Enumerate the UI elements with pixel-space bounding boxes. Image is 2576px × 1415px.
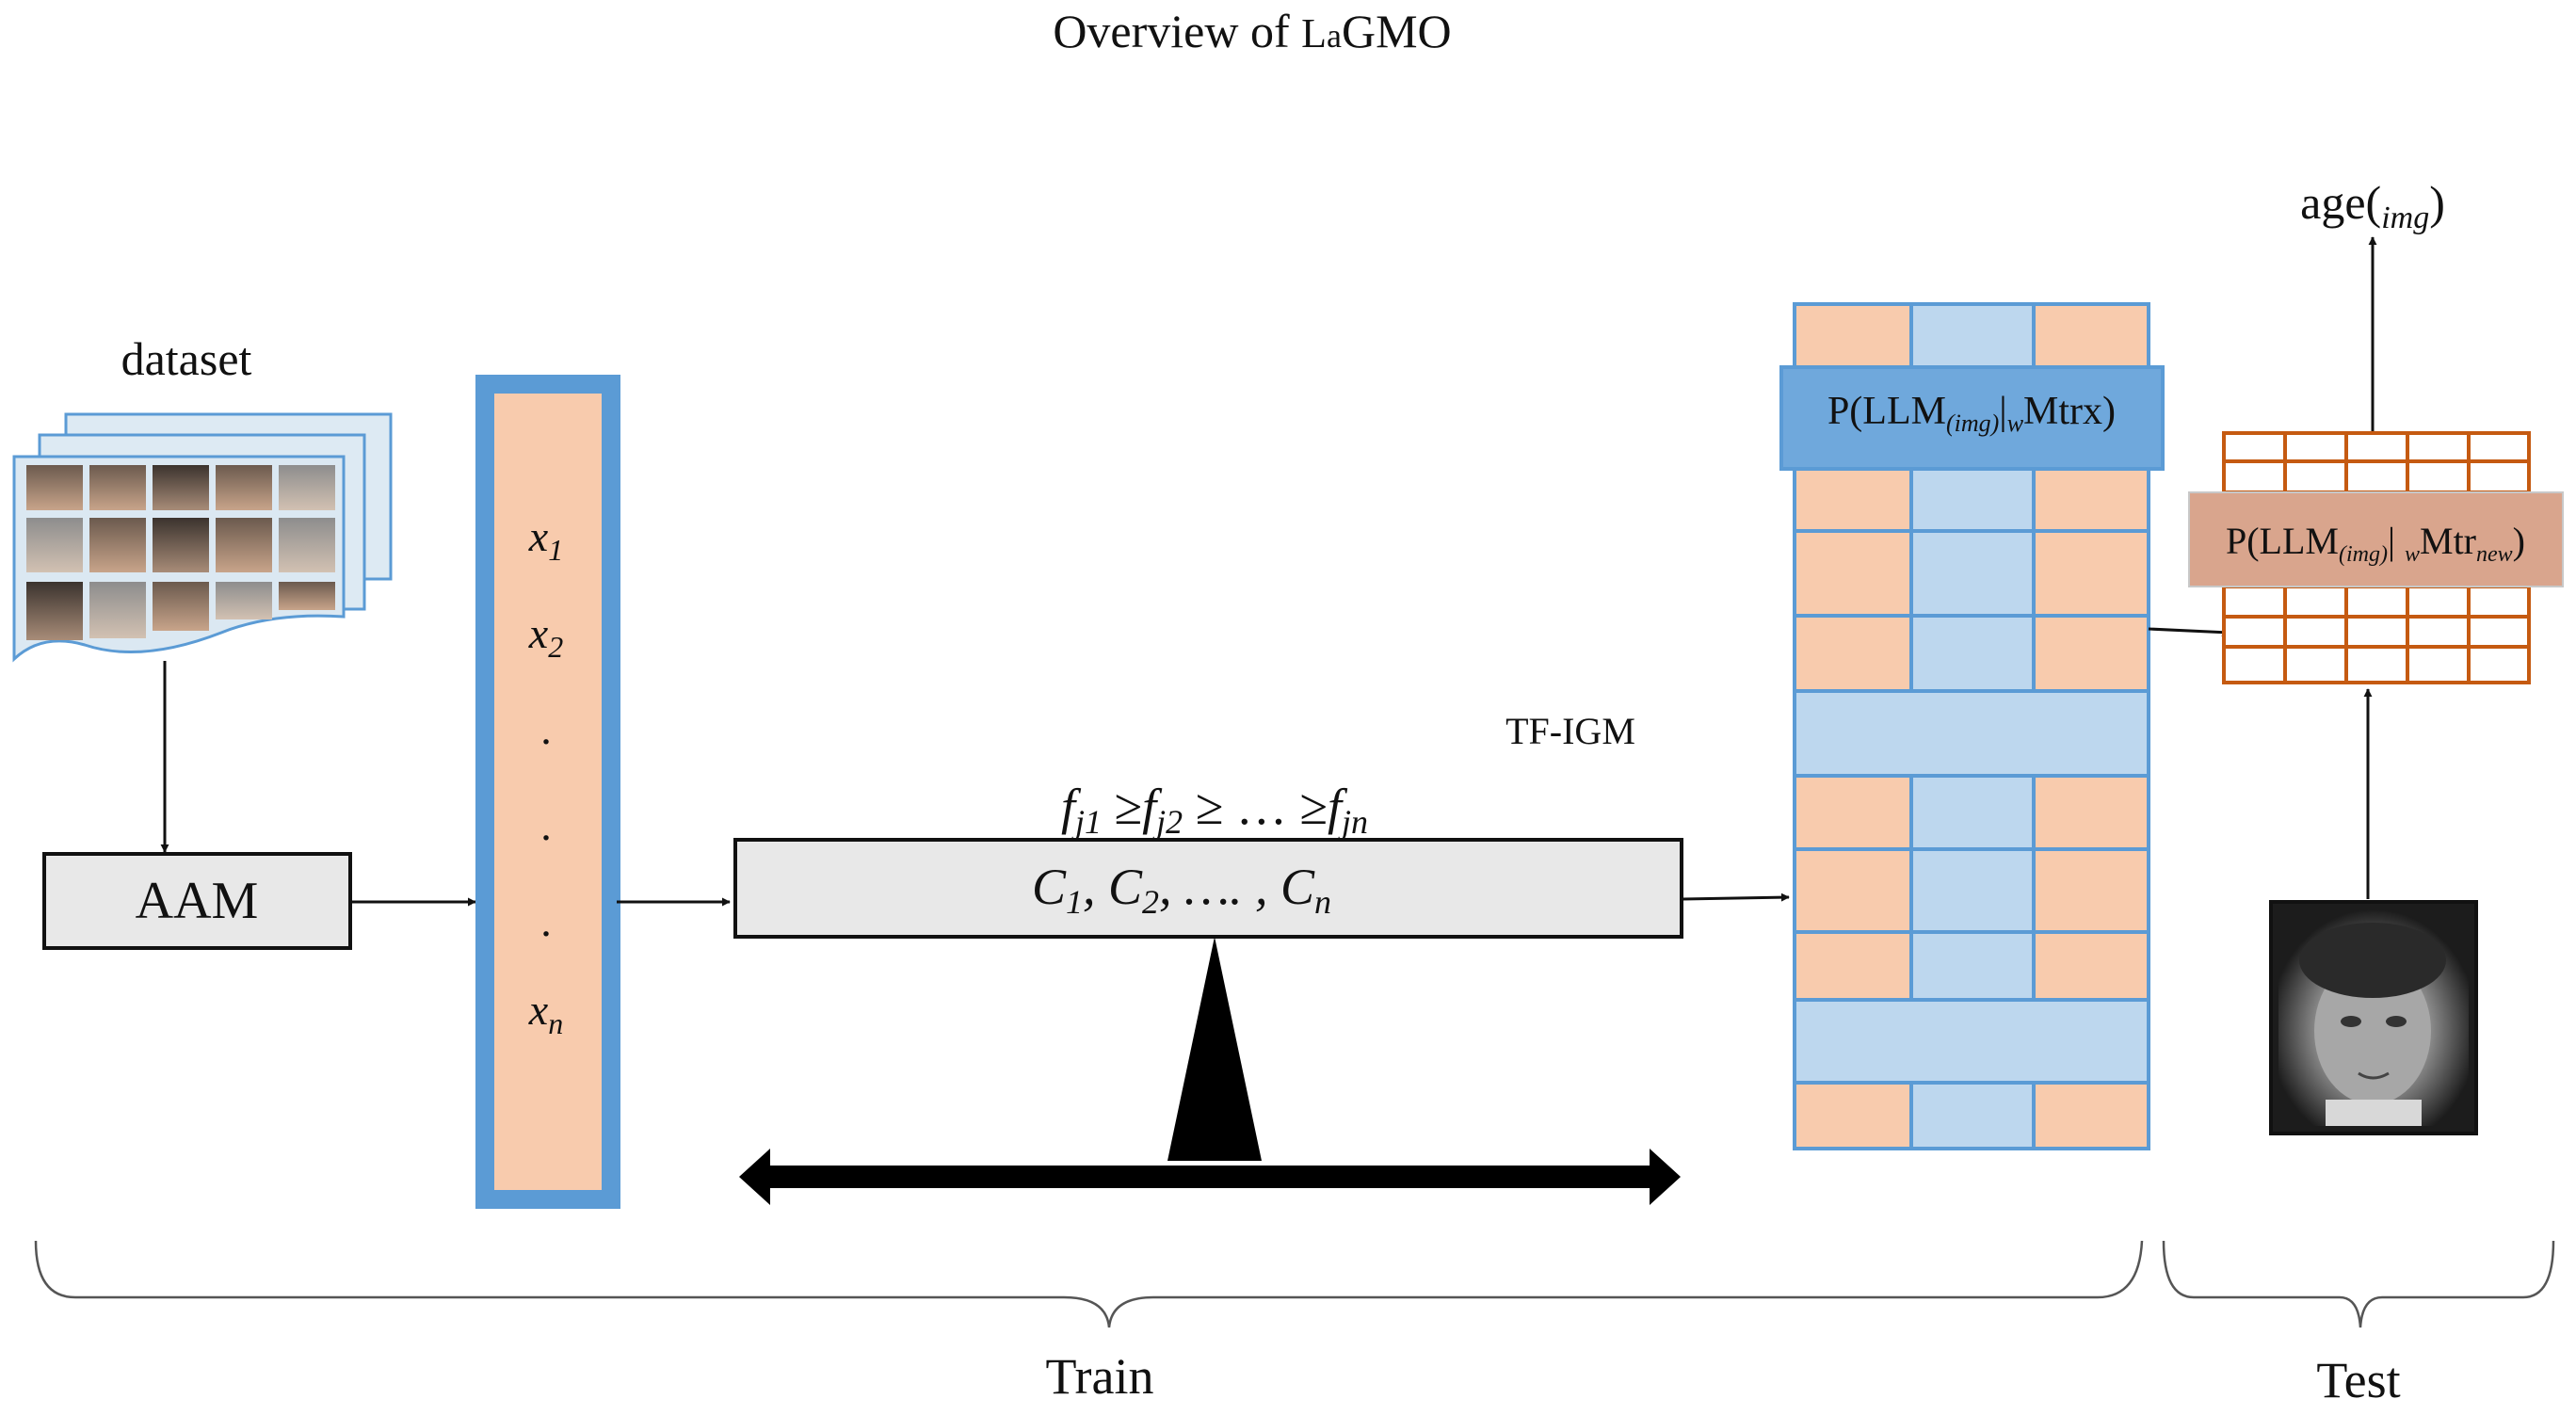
vector-dot-2: . [540, 801, 552, 849]
matrix-cell [2032, 1081, 2150, 1150]
test-grid-cell [2344, 615, 2409, 649]
vector-dot-3: . [540, 897, 552, 945]
matrix-cell [1909, 467, 2036, 533]
matrix-cell [1793, 302, 1913, 370]
balance-fulcrum [1167, 937, 1262, 1161]
matrix-cell [1909, 614, 2036, 693]
test-grid-cell [2467, 615, 2531, 649]
tfigm-label: TF-IGM [1505, 710, 1635, 752]
matrix-cell [2032, 930, 2150, 1002]
matrix-cell [1793, 1081, 1913, 1150]
test-grid-cell [2222, 615, 2287, 649]
vector-x2: x2 [528, 609, 563, 664]
aam-box: AAM [42, 852, 352, 950]
train-brace [34, 1240, 2144, 1328]
test-grid-cell [2406, 585, 2471, 619]
test-grid-cell [2344, 585, 2409, 619]
test-grid-cell [2222, 459, 2287, 494]
test-grid-cell [2467, 431, 2531, 463]
test-grid-cell [2467, 459, 2531, 494]
balance-double-arrow [739, 1149, 1681, 1205]
age-label: age(img) [2300, 176, 2445, 235]
matrix-cell [2032, 529, 2150, 618]
test-brace [2162, 1240, 2555, 1328]
matrix-cell [2032, 467, 2150, 533]
matrix-cell [2032, 614, 2150, 693]
test-grid-cell [2406, 615, 2471, 649]
dataset-label: dataset [121, 332, 252, 385]
test-grid-cell [2406, 645, 2471, 684]
matrix-header-label: P(LLM(img)|wMtrx) [1827, 390, 2116, 437]
matrix-cell [1909, 1081, 2036, 1150]
matrix-cell [1793, 774, 1913, 851]
matrix-cell [1909, 930, 2036, 1002]
matrix-cell [1793, 467, 1913, 533]
arrow-matrix-to-test [2148, 627, 2230, 637]
matrix-cell [2032, 847, 2150, 934]
test-grid-cell [2222, 431, 2287, 463]
test-grid-cell [2283, 585, 2348, 619]
matrix-frame [1793, 302, 2150, 1150]
matrix-cell [1793, 529, 1913, 618]
matrix-cell [1909, 529, 2036, 618]
weight-matrix [1793, 302, 2150, 1150]
vector-xn: xn [528, 986, 563, 1040]
feature-vector: x1 x2 . . . xn [475, 375, 620, 1209]
matrix-cell [1909, 847, 2036, 934]
vector-x1: x1 [528, 512, 563, 567]
arrow-classes-to-matrix [1682, 892, 1790, 902]
test-grid-cell [2467, 645, 2531, 684]
matrix-cell [2032, 774, 2150, 851]
train-label: Train [1045, 1348, 1153, 1405]
balance-scale [739, 937, 1681, 1205]
classes-label: C1, C2, …. , Cn [1032, 859, 1331, 921]
matrix-cell [1793, 614, 1913, 693]
test-grid-cell [2283, 615, 2348, 649]
test-grid-cell [2222, 585, 2287, 619]
test-grid-cell [2406, 431, 2471, 463]
matrix-cell [2032, 302, 2150, 370]
test-grid-cell [2283, 645, 2348, 684]
test-matrix-header: P(LLM(img)| wMtrnew) [2188, 491, 2564, 587]
frequency-ordering: fj1 ≥fj2 ≥ … ≥fjn [1061, 779, 1368, 841]
matrix-cell [1793, 847, 1913, 934]
matrix-header: P(LLM(img)|wMtrx) [1779, 365, 2165, 471]
dataset-image-stack [12, 412, 393, 663]
test-grid [2222, 431, 2531, 684]
matrix-cell [1909, 774, 2036, 851]
diagram-title: Overview of LaGMO [1053, 5, 1451, 57]
test-grid-cell [2344, 431, 2409, 463]
test-face-image [2269, 900, 2478, 1135]
test-grid-cell [2222, 645, 2287, 684]
test-grid-cell [2283, 431, 2348, 463]
test-label: Test [2316, 1352, 2400, 1408]
test-grid-cell [2344, 459, 2409, 494]
matrix-cell [1793, 930, 1913, 1002]
matrix-band [1793, 689, 2150, 778]
classes-box: C1, C2, …. , Cn [733, 838, 1683, 939]
test-grid-cell [2406, 459, 2471, 494]
test-grid-cell [2344, 645, 2409, 684]
vector-dot-1: . [540, 705, 552, 753]
matrix-cell [1909, 302, 2036, 370]
matrix-band [1793, 998, 2150, 1085]
aam-label: AAM [136, 872, 259, 930]
test-grid-cell [2467, 585, 2531, 619]
test-matrix-label: P(LLM(img)| wMtrnew) [2226, 520, 2525, 567]
test-grid-cell [2283, 459, 2348, 494]
